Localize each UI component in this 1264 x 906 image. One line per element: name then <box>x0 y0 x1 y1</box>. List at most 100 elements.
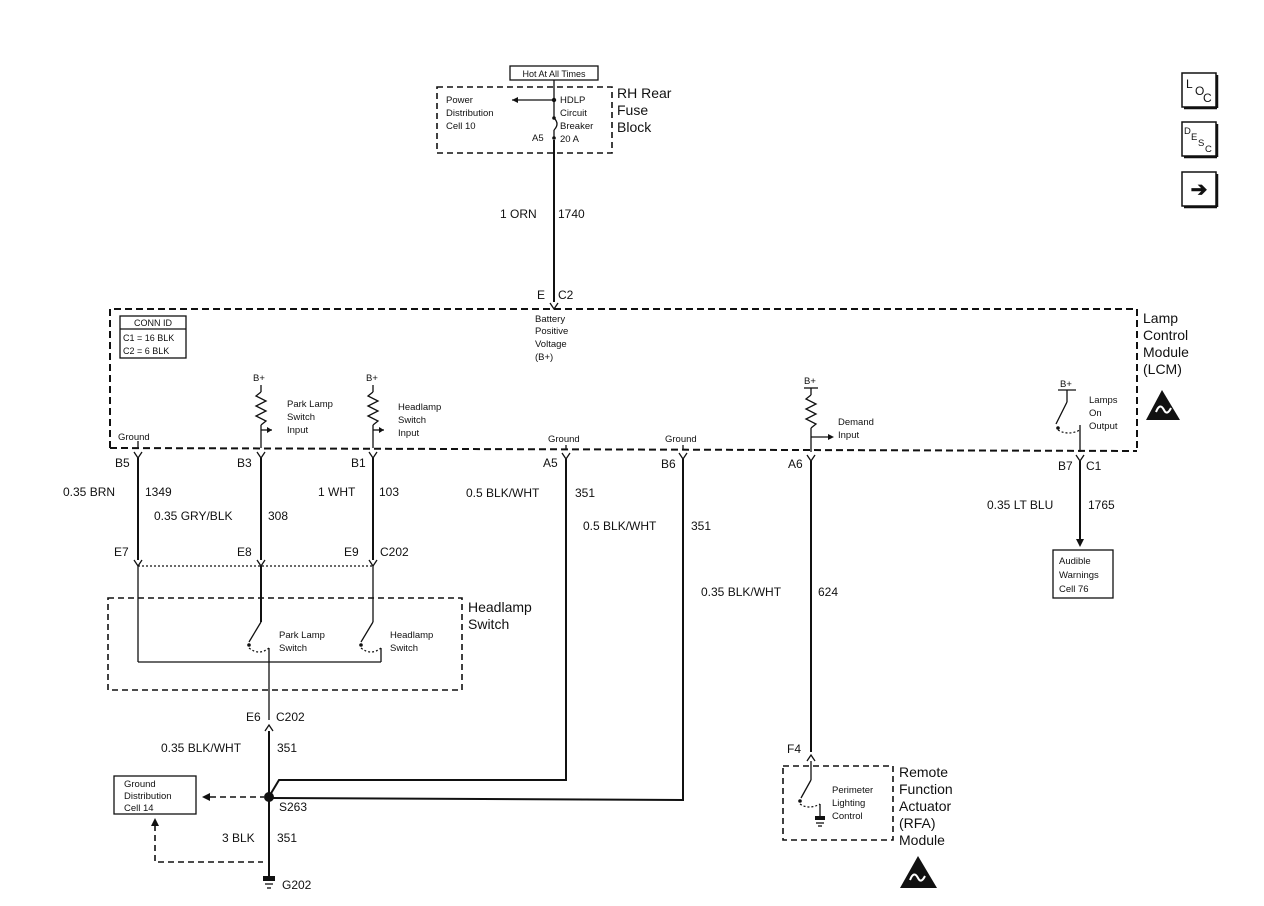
wire-351-d-color: 3 BLK <box>222 831 255 845</box>
power-dist-3: Cell 10 <box>446 121 476 132</box>
rfa-pin-f4: F4 <box>787 742 801 756</box>
c202-top-conn: C202 <box>380 545 409 559</box>
wire-351-c-circuit: 351 <box>277 741 297 755</box>
pin-b5: B5 <box>115 456 130 470</box>
lcm-title-1: Lamp <box>1143 310 1178 326</box>
esd-warning-icon <box>1146 390 1180 420</box>
location-button[interactable]: L O C <box>1181 72 1219 110</box>
demand-resistor-icon <box>804 394 818 429</box>
c202-pin-e7: E7 <box>114 545 129 559</box>
wire-1740-circuit: 1740 <box>558 207 585 221</box>
wire-1740-color: 1 ORN <box>500 207 537 221</box>
fuse-block-title-1: RH Rear <box>617 85 672 101</box>
ground-dist-label-1: Ground <box>124 779 156 790</box>
ground-g202-label: G202 <box>282 878 312 892</box>
headlamp-sw-label-1: Headlamp <box>390 630 433 641</box>
breaker-label-2: Circuit <box>560 108 587 119</box>
lcm-bottom-edge <box>109 447 1138 452</box>
lcm-title-2: Control <box>1143 327 1188 343</box>
audible-label-1: Audible <box>1059 556 1091 567</box>
wire-1349-color: 0.35 BRN <box>63 485 115 499</box>
ground-dist-label-3: Cell 14 <box>124 803 154 814</box>
wire-103-circuit: 103 <box>379 485 399 499</box>
c202-bottom-pin: E6 <box>246 710 261 724</box>
wire-351-a5-circuit: 351 <box>575 486 595 500</box>
ground-label-b5: Ground <box>118 432 150 443</box>
circuit-breaker-icon <box>553 117 558 131</box>
wire-351-a5 <box>269 459 567 796</box>
breaker-label-1: HDLP <box>560 95 585 106</box>
fuse-pin-a5: A5 <box>532 133 544 144</box>
c202-bottom-connector-symbol <box>264 723 274 732</box>
c202-top-connector-symbols <box>133 559 378 568</box>
lcm-outline <box>109 308 1138 451</box>
perimeter-label-1: Perimeter <box>832 785 873 796</box>
park-lamp-switch-icon <box>248 621 262 643</box>
rfa-esd-warning-icon <box>900 856 937 888</box>
pin-b1: B1 <box>351 456 366 470</box>
lcm-title-3: Module <box>1143 344 1189 360</box>
wire-1349-circuit: 1349 <box>145 485 172 499</box>
loc-letter-c: C <box>1203 91 1212 105</box>
power-dist-2: Distribution <box>446 108 494 119</box>
park-input-label-1: Park Lamp <box>287 399 333 410</box>
rfa-title-3: Actuator <box>899 798 951 814</box>
rfa-ground-icon <box>815 816 825 820</box>
ground-dist-arrow-icon <box>202 793 210 801</box>
lamps-output-switch-icon <box>1055 401 1068 425</box>
headlamp-input-label-1: Headlamp <box>398 402 441 413</box>
headlamp-input-resistor-icon <box>366 391 380 426</box>
headlamp-sw-icon <box>360 621 374 643</box>
b-plus-label-3: Voltage <box>535 339 567 350</box>
c202-pin-e8: E8 <box>237 545 252 559</box>
wire-308-circuit: 308 <box>268 509 288 523</box>
pin-c1: C1 <box>1086 459 1102 473</box>
audible-warnings-box <box>1052 549 1114 599</box>
pin-a5: A5 <box>543 456 558 470</box>
headlamp-switch-outline <box>107 597 463 691</box>
lamps-output-bplus: B+ <box>1060 379 1072 390</box>
fuse-block: Hot At All Times RH Rear Fuse Block Powe… <box>436 65 672 154</box>
ground-g202-icon <box>263 876 275 889</box>
ground-dist-box <box>113 775 197 815</box>
desc-letter-c: C <box>1205 144 1212 155</box>
demand-bplus: B+ <box>804 376 816 387</box>
splice-s263-dot <box>264 792 274 802</box>
pin-a6: A6 <box>788 457 803 471</box>
headlamp-switch: Headlamp Switch Park Lamp Switch Headlam… <box>107 566 532 691</box>
lamp-control-module: Lamp Control Module (LCM) Battery Positi… <box>109 308 1189 452</box>
rfa-title-1: Remote <box>899 764 948 780</box>
power-dist-arrow-icon <box>512 97 518 103</box>
lcm-connector-symbols <box>133 451 1085 463</box>
rfa-module: Remote Function Actuator (RFA) Module Pe… <box>782 761 953 848</box>
conn-id-box <box>119 315 187 359</box>
wire-624-circuit: 624 <box>818 585 838 599</box>
park-lamp-switch-label-2: Switch <box>279 643 307 654</box>
desc-letter-d: D <box>1184 126 1191 137</box>
audible-label-2: Warnings <box>1059 570 1099 581</box>
ground-label-b6: Ground <box>665 434 697 445</box>
c202-bottom-conn: C202 <box>276 710 305 724</box>
next-arrow-button[interactable]: ➔ <box>1181 171 1219 209</box>
lamps-output-label-2: On <box>1089 408 1102 419</box>
lcm-pin-e: E <box>537 288 545 302</box>
ground-dist-up-arrow-icon <box>151 818 159 826</box>
lamps-output-label-1: Lamps <box>1089 395 1118 406</box>
park-input-bplus: B+ <box>253 373 265 384</box>
breaker-label-4: 20 A <box>560 134 580 145</box>
rfa-connector-symbol <box>806 753 816 762</box>
lcm-title-4: (LCM) <box>1143 361 1182 377</box>
b-plus-label-4: (B+) <box>535 352 553 363</box>
description-button[interactable]: D E S C <box>1181 121 1219 159</box>
perimeter-switch-icon <box>800 779 812 799</box>
wire-103-color: 1 WHT <box>318 485 356 499</box>
conn-id-c2: C2 = 6 BLK <box>123 346 169 356</box>
demand-input-label-1: Demand <box>838 417 874 428</box>
ground-label-a5: Ground <box>548 434 580 445</box>
rfa-outline <box>782 765 894 841</box>
wire-351-a5-color: 0.5 BLK/WHT <box>466 486 540 500</box>
splice-s263-label: S263 <box>279 800 307 814</box>
pin-b3: B3 <box>237 456 252 470</box>
wire-351-c-color: 0.35 BLK/WHT <box>161 741 242 755</box>
